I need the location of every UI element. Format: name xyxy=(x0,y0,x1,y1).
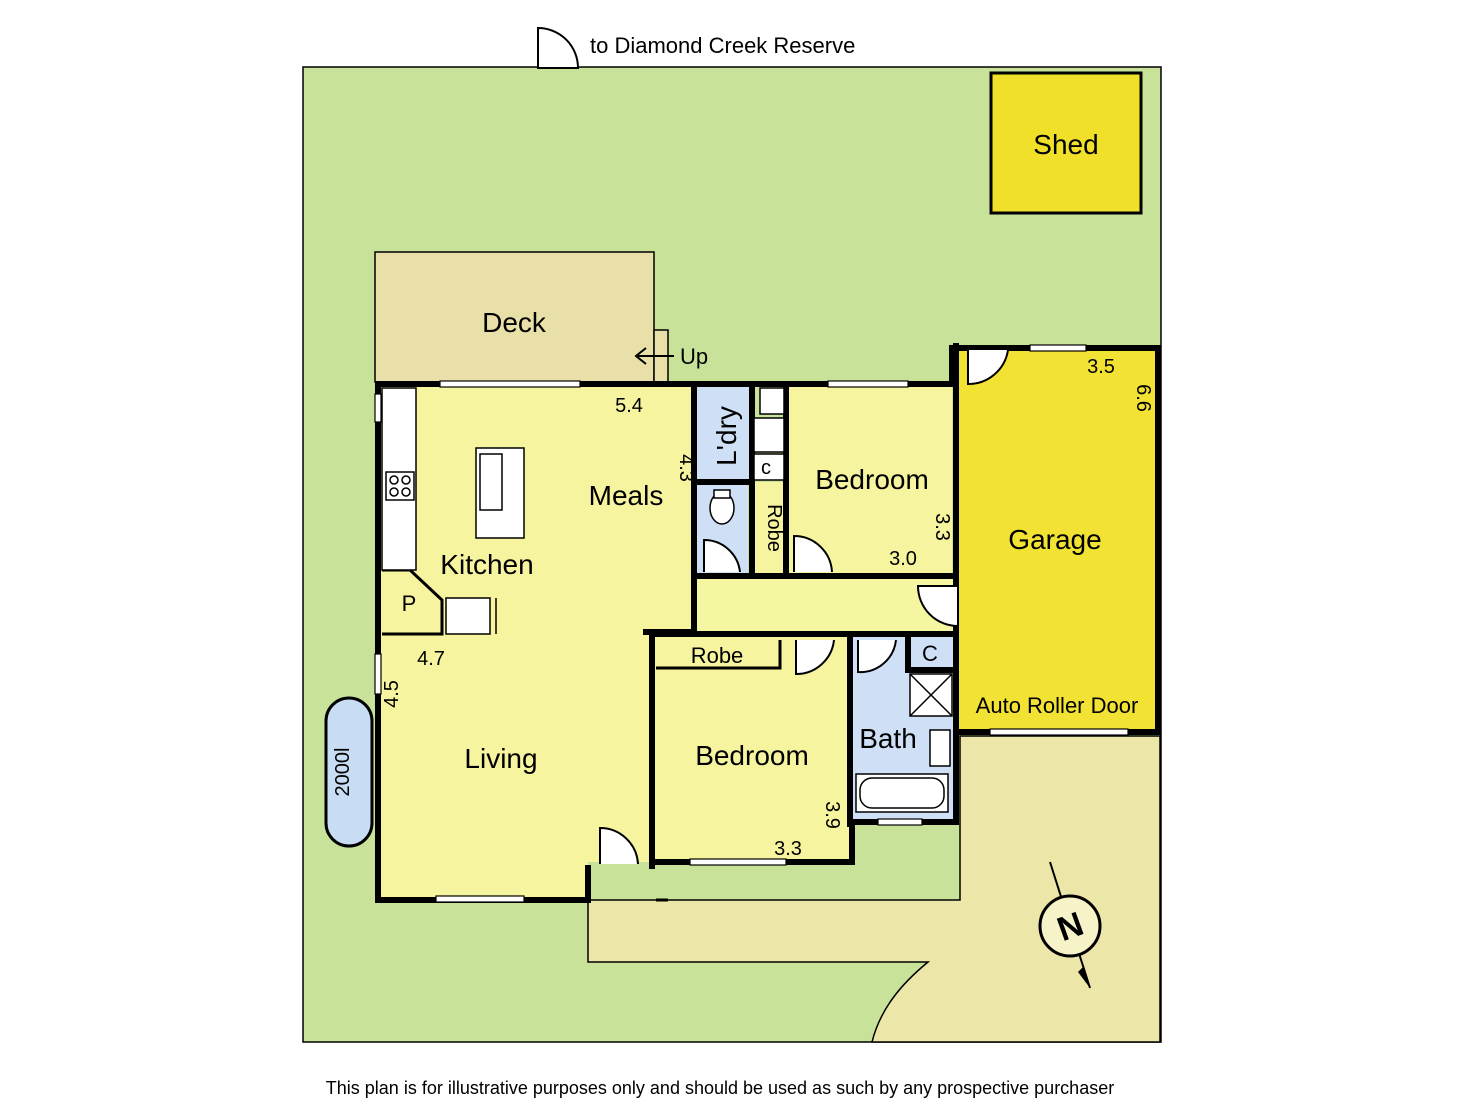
bath-label: Bath xyxy=(859,723,917,754)
living-label: Living xyxy=(464,743,537,774)
living-width: 4.7 xyxy=(417,648,445,670)
bedroom-south-floor xyxy=(654,636,850,862)
pantry-label: P xyxy=(402,591,417,616)
doors xyxy=(537,26,1009,865)
deck xyxy=(374,251,655,383)
deck-label: Deck xyxy=(482,307,547,338)
bedroom-south-width: 3.3 xyxy=(774,838,802,860)
shed xyxy=(989,71,1143,215)
disclaimer: This plan is for illustrative purposes o… xyxy=(326,1078,1114,1098)
meals-depth: 4.3 xyxy=(675,454,697,482)
cupboard-bath-label: C xyxy=(922,641,938,666)
laundry-label: L'dry xyxy=(711,406,742,466)
cupboard-small-label: c xyxy=(761,457,771,479)
bedroom-north-label: Bedroom xyxy=(815,464,929,495)
garage-width: 3.5 xyxy=(1087,356,1115,378)
robe-wc-label: Robe xyxy=(763,504,785,552)
bedroom-south-depth: 3.9 xyxy=(821,801,843,829)
garage-label: Garage xyxy=(1008,524,1101,555)
water-tank xyxy=(324,696,374,848)
access-note: to Diamond Creek Reserve xyxy=(590,33,855,58)
living-depth: 4.5 xyxy=(381,680,403,708)
garage-depth: 6.6 xyxy=(1132,384,1154,412)
wet-fittings xyxy=(709,387,953,813)
meals-label: Meals xyxy=(589,480,664,511)
bedroom-south-label: Bedroom xyxy=(695,740,809,771)
robe-south-label: Robe xyxy=(691,643,744,668)
laundry-floor xyxy=(694,386,752,482)
robe-wc-floor xyxy=(752,482,786,574)
meals-width: 5.4 xyxy=(615,395,643,417)
kitchen-label: Kitchen xyxy=(440,549,533,580)
auto-roller-door-label: Auto Roller Door xyxy=(976,693,1139,718)
paved-area xyxy=(587,735,1161,1043)
interior xyxy=(380,386,694,898)
bedroom-north-depth: 3.3 xyxy=(931,513,953,541)
tank-label: 2000l xyxy=(332,748,354,797)
up-arrow-icon xyxy=(634,347,674,365)
hallway xyxy=(694,574,956,632)
up-label: Up xyxy=(680,344,708,369)
windows xyxy=(374,344,1129,903)
shed-label: Shed xyxy=(1033,129,1098,160)
north-compass-icon: N xyxy=(1038,861,1102,989)
kitchen-fittings xyxy=(381,387,525,635)
bedroom-north-width: 3.0 xyxy=(889,548,917,570)
garage-floor xyxy=(956,346,1158,730)
